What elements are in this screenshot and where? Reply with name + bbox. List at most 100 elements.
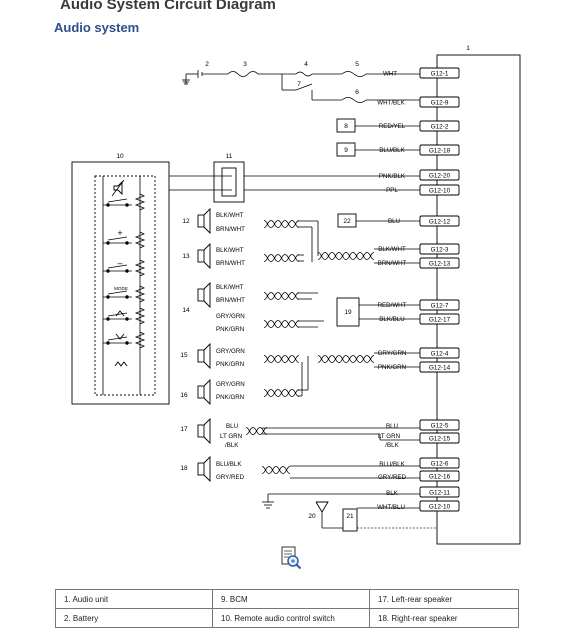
wave-icon (114, 361, 128, 367)
remote-switch-box (71, 161, 170, 405)
pin-label: G12-17 (429, 316, 451, 323)
connector-11-inner (221, 167, 237, 197)
pin-label: G12-5 (431, 422, 449, 429)
resistor (134, 259, 146, 277)
pin-label: G12-7 (431, 302, 449, 309)
down-icon (115, 333, 125, 340)
legend-cell: 17. Left-rear speaker (369, 589, 519, 609)
contact (125, 269, 129, 273)
box-21 (342, 508, 358, 532)
contact (125, 203, 129, 207)
twisted-pair (263, 292, 300, 300)
connector-11 (213, 161, 245, 203)
speaker-12 (197, 214, 205, 228)
wire-label: GRY/RED (216, 474, 245, 481)
pin-label: G12-18 (429, 147, 451, 154)
pin-box (419, 120, 460, 132)
wire-label: WHT (383, 71, 397, 78)
pin-box (419, 347, 460, 359)
fuse (295, 71, 313, 77)
pin-label: G12-9 (431, 99, 449, 106)
circuit-diagram: 1G12-1G12-9G12-2G12-18G12-20G12-10G12-12… (71, 45, 521, 545)
pin-label: G12-14 (429, 364, 451, 371)
bcm-box (336, 118, 356, 133)
callout-3: 3 (243, 61, 247, 68)
callout-7: 7 (297, 81, 301, 88)
wire-label: /BLK (225, 442, 239, 449)
callout-8: 8 (344, 123, 348, 130)
callout-17: 17 (180, 426, 188, 433)
wire-label: PNK/GRN (216, 394, 244, 401)
legend-row: 1. Audio unit 9. BCM 17. Left-rear speak… (55, 589, 519, 609)
contact (125, 295, 129, 299)
fuse (341, 97, 367, 103)
contact (106, 317, 110, 321)
wire-label: GRY/GRN (216, 313, 245, 320)
wire-label: BLK/WHT (378, 246, 406, 253)
zoom-diagram-icon[interactable] (280, 546, 302, 570)
pin-box (419, 96, 460, 108)
wire (107, 336, 128, 341)
pin-label: G12-11 (429, 489, 450, 496)
pin-label: G12-4 (431, 350, 449, 357)
callout-5: 5 (355, 61, 359, 68)
wire-label: WHT/BLU (377, 504, 405, 511)
pin-box (419, 419, 460, 431)
wire-label: GRY/GRN (378, 350, 407, 357)
pin-box (419, 486, 460, 498)
wire-label: GRY/RED (378, 474, 407, 481)
wire-label: PNK/GRN (378, 364, 406, 371)
box-19 (336, 297, 360, 327)
wire-label: BLK (386, 490, 399, 497)
wire-label: PPL (386, 187, 398, 194)
wire-label: BLU/BLK (216, 461, 242, 468)
wire-label: BLU (386, 423, 398, 430)
pin-box (419, 67, 460, 79)
plus-icon: + (117, 228, 122, 238)
remote-switch-inner (94, 175, 156, 396)
resistor (134, 231, 146, 249)
speaker-18 (197, 462, 205, 476)
wire-label: BLU/BLK (379, 147, 405, 154)
speaker-17-cone (203, 417, 211, 445)
callout-1: 1 (466, 45, 470, 52)
pin-box (419, 361, 460, 373)
speaker-12-cone (203, 207, 211, 235)
pin-box (419, 432, 460, 444)
callout-21: 21 (346, 513, 354, 520)
contact (106, 203, 110, 207)
wire-label: BLK/WHT (216, 284, 244, 291)
antenna-icon (315, 501, 329, 513)
speaker-15-cone (203, 342, 211, 370)
pin-label: G12-6 (431, 460, 449, 467)
pin-box (419, 169, 460, 181)
speaker-16-cone (203, 378, 211, 406)
wire-label: BRN/WHT (378, 260, 407, 267)
contact (106, 341, 110, 345)
contact (125, 341, 129, 345)
pin-label: G12-12 (429, 218, 451, 225)
wire-label: GRY/GRN (216, 348, 245, 355)
speaker-17 (197, 424, 205, 438)
twisted-pair (317, 355, 375, 363)
pin-label: G12-13 (429, 260, 451, 267)
wire-label: RED/YEL (379, 123, 406, 130)
callout-20: 20 (308, 513, 316, 520)
contact (106, 241, 110, 245)
wire-label: PNK/BLK (379, 173, 406, 180)
wire-label: PNK/GRN (216, 361, 244, 368)
twisted-pair (263, 320, 300, 328)
pin-box (419, 243, 460, 255)
wire-label: BRN/WHT (216, 226, 245, 233)
page-title: Audio System Circuit Diagram (60, 0, 276, 13)
pin-box (419, 184, 460, 196)
wire-label: GRY/GRN (216, 381, 245, 388)
mute-icon (113, 180, 123, 196)
speaker-14-cone (203, 281, 211, 309)
speaker-14 (197, 288, 205, 302)
wire (107, 198, 128, 203)
pin-label: G12-1 (431, 70, 449, 77)
speaker-13 (197, 249, 205, 263)
legend-cell: 1. Audio unit (55, 589, 213, 609)
minus-icon: – (117, 258, 122, 268)
